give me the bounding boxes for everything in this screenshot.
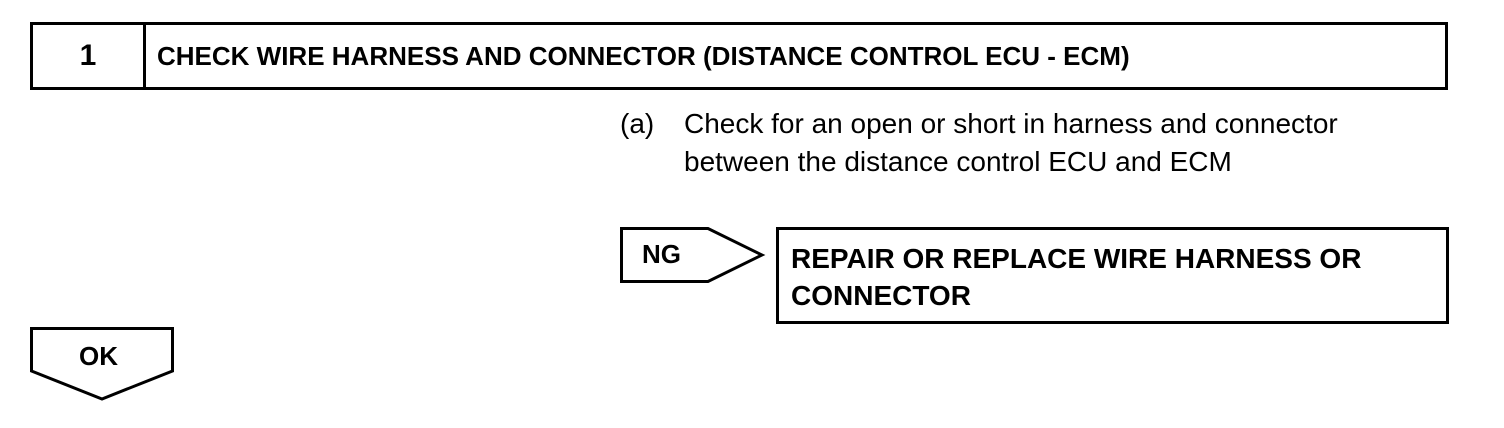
step-number: 1	[33, 25, 146, 87]
ok-label: OK	[79, 341, 118, 371]
down-arrow-icon	[30, 327, 174, 401]
instruction-line-2: between the distance control ECU and ECM	[684, 146, 1232, 177]
ng-action-line-1: REPAIR OR REPLACE WIRE HARNESS OR	[791, 243, 1362, 274]
ng-label: NG	[642, 239, 681, 269]
ok-arrow-flag: OK	[30, 327, 176, 401]
instruction-line-1: Check for an open or short in harness an…	[684, 108, 1338, 139]
instruction-text: Check for an open or short in harness an…	[684, 105, 1444, 181]
right-arrow-icon	[620, 227, 766, 283]
ng-arrow-flag: NG	[620, 227, 766, 283]
ng-result-box: REPAIR OR REPLACE WIRE HARNESS OR CONNEC…	[776, 227, 1449, 324]
ng-action-line-2: CONNECTOR	[791, 280, 971, 311]
step-header: 1 CHECK WIRE HARNESS AND CONNECTOR (DIST…	[30, 22, 1448, 90]
instruction-label: (a)	[620, 108, 655, 139]
step-title: CHECK WIRE HARNESS AND CONNECTOR (DISTAN…	[157, 40, 1130, 71]
